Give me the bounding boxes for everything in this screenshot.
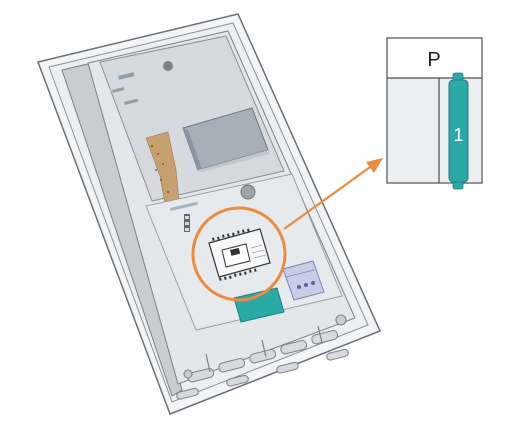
housing-bottom-hooks [205,325,323,373]
terminal-connector-icon [184,214,190,232]
corner-screw-left [183,369,193,379]
wall-box-housing-icon [36,13,382,415]
lower-screw [240,184,256,200]
device-display-window [230,247,241,256]
device-inner-lines [250,244,267,259]
highlight-ring [191,206,287,302]
lower-panel-slot [170,201,198,211]
upper-panel-slots [112,72,139,105]
housing-left-rim [61,62,183,397]
position-number: 1 [453,125,463,145]
housing-bottom-feet [176,330,349,400]
upper-screw [163,61,173,71]
callout-arrow [283,158,383,230]
card-module [282,260,325,301]
arrow-head-icon [366,158,383,173]
teal-module [233,287,285,323]
position-module: 1 [448,72,469,190]
highlighted-device [208,228,271,281]
device-display [221,243,251,268]
callout-header-letter: P [427,49,440,71]
device-terminals [211,228,257,281]
callout-box: P 1 [386,37,483,190]
corner-screw-right [335,314,347,326]
upper-recess [182,107,270,172]
